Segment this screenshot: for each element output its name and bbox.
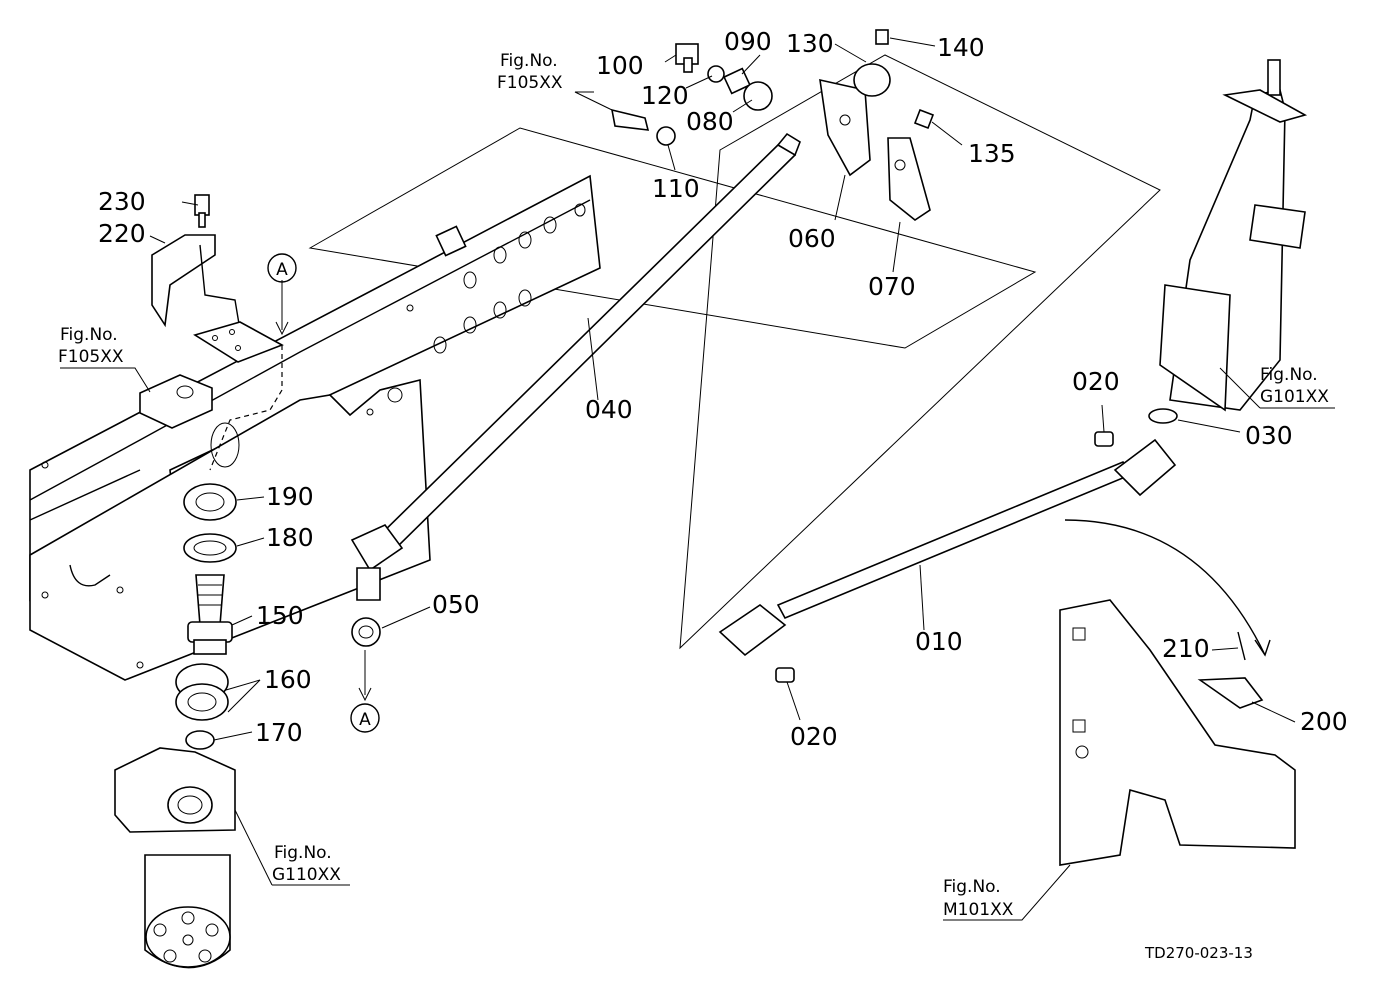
callout-220: 220 xyxy=(98,219,146,248)
frame-rail xyxy=(29,174,601,681)
callout-190: 190 xyxy=(266,482,314,511)
callout-020: 020 xyxy=(1072,367,1120,396)
callout-060: 060 xyxy=(788,224,836,253)
callout-070: 070 xyxy=(868,272,916,301)
fig-ref-f105xx-top: Fig.No. F105XX xyxy=(497,51,563,93)
fig-ref-m101xx: Fig.No. M101XX xyxy=(943,877,1014,920)
panel-m101xx xyxy=(1059,519,1296,866)
callout-230: 230 xyxy=(98,187,146,216)
bracket-220 xyxy=(151,194,284,363)
svg-text:Fig.No.: Fig.No. xyxy=(1260,365,1318,385)
svg-text:Fig.No.: Fig.No. xyxy=(943,877,1001,897)
upper-mechanism xyxy=(610,29,935,221)
callout-080: 080 xyxy=(686,107,734,136)
reference-a-path xyxy=(209,345,283,471)
steering-valve xyxy=(114,747,236,969)
svg-text:Fig.No.: Fig.No. xyxy=(274,843,332,863)
callout-050: 050 xyxy=(432,590,480,619)
group-frames xyxy=(308,54,1161,650)
callout-210: 210 xyxy=(1162,634,1210,663)
callout-135: 135 xyxy=(968,139,1016,168)
svg-text:G101XX: G101XX xyxy=(1260,387,1329,407)
callout-020: 020 xyxy=(790,722,838,751)
callout-200: 200 xyxy=(1300,707,1348,736)
callout-170: 170 xyxy=(255,718,303,747)
svg-text:M101XX: M101XX xyxy=(943,900,1014,920)
callout-120: 120 xyxy=(641,81,689,110)
svg-text:A: A xyxy=(276,260,288,280)
callout-040: 040 xyxy=(585,395,633,424)
shaft-010 xyxy=(718,431,1177,683)
svg-text:Fig.No.: Fig.No. xyxy=(500,51,558,71)
reference-marker-a-top: A xyxy=(267,253,297,283)
callout-110: 110 xyxy=(652,174,700,203)
callout-150: 150 xyxy=(256,601,304,630)
upper-column xyxy=(1148,59,1308,424)
shaft-040 xyxy=(350,132,801,647)
svg-text:F105XX: F105XX xyxy=(58,347,124,367)
drawing-code: TD270-023-13 xyxy=(1144,944,1253,962)
steering-column-stack xyxy=(175,483,237,750)
reference-marker-a-bottom: A xyxy=(350,703,380,733)
callout-labels: 010 020 020 030 040 050 060 070 080 090 … xyxy=(98,27,1348,751)
svg-text:Fig.No.: Fig.No. xyxy=(60,325,118,345)
rail-holes xyxy=(41,203,586,669)
svg-text:G110XX: G110XX xyxy=(272,865,341,885)
callout-130: 130 xyxy=(786,29,834,58)
block-f105xx xyxy=(139,374,213,429)
callout-100: 100 xyxy=(596,51,644,80)
svg-text:A: A xyxy=(359,710,371,730)
callout-140: 140 xyxy=(937,33,985,62)
leader-lines xyxy=(60,37,1335,921)
fig-ref-g101xx: Fig.No. G101XX xyxy=(1260,365,1329,407)
fig-ref-g110xx: Fig.No. G110XX xyxy=(272,843,341,885)
callout-030: 030 xyxy=(1245,421,1293,450)
callout-010: 010 xyxy=(915,627,963,656)
callout-180: 180 xyxy=(266,523,314,552)
svg-text:F105XX: F105XX xyxy=(497,73,563,93)
callout-160: 160 xyxy=(264,665,312,694)
callout-090: 090 xyxy=(724,27,772,56)
fig-ref-f105xx-left: Fig.No. F105XX xyxy=(58,325,124,367)
